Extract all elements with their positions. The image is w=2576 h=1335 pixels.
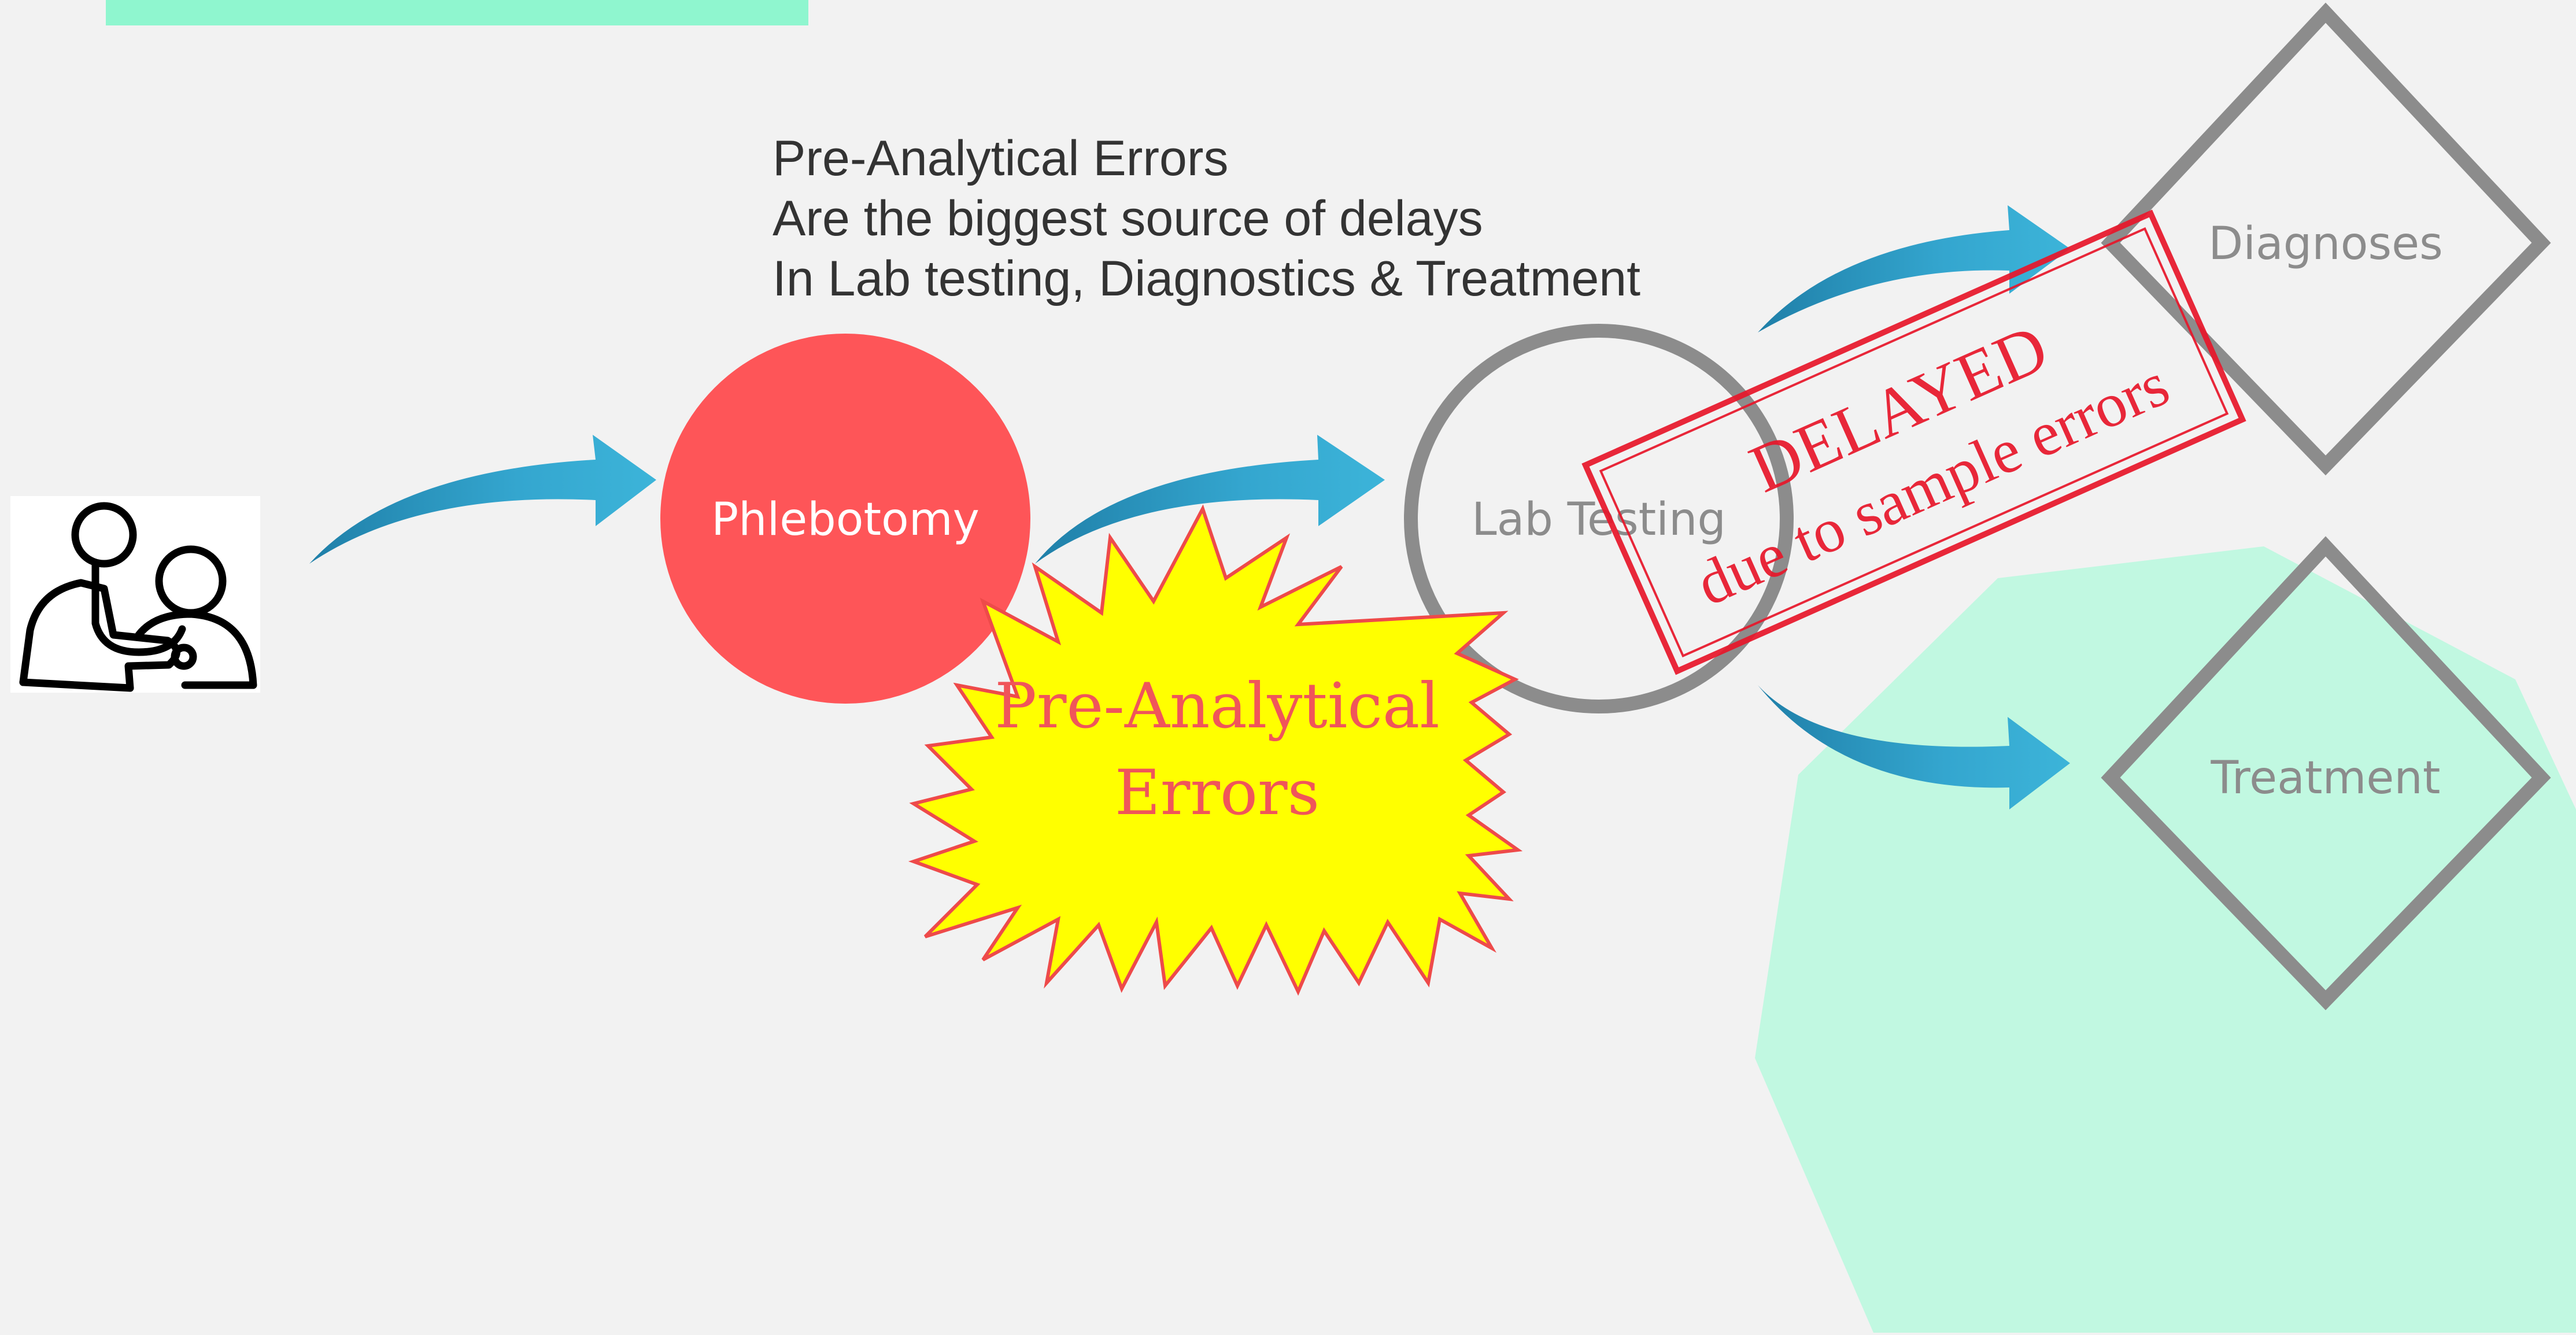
arrow-to-lab-testing [1035,435,1385,564]
arrow-to-diagnoses [1758,205,2070,332]
mint-top-bar [106,0,808,25]
headline: Pre-Analytical Errors Are the biggest so… [773,128,1813,309]
mint-background-blob [1755,546,2576,1333]
headline-line-3: In Lab testing, Diagnostics & Treatment [773,251,1641,306]
lab-testing-node: Lab Testing [1404,324,1794,713]
treatment-node: Treatment [2101,536,2551,1011]
arrow-to-treatment [1758,685,2070,809]
phlebotomy-label: Phlebotomy [711,494,980,546]
phlebotomy-node: Phlebotomy [660,334,1030,704]
headline-line-2: Are the biggest source of delays [773,191,1483,246]
clinician-icon [10,496,260,693]
arrow-to-phlebotomy [309,435,656,564]
treatment-label: Treatment [2211,752,2441,804]
burst-line-1: Pre-Analytical [995,670,1440,742]
headline-line-1: Pre-Analytical Errors [773,131,1229,186]
diagnoses-label: Diagnoses [2208,218,2442,270]
lab-testing-label: Lab Testing [1472,494,1726,546]
pre-analytical-errors-burst: Pre-Analytical Errors [908,504,1523,996]
diagnoses-node: Diagnoses [2101,2,2551,476]
burst-line-2: Errors [1115,757,1320,829]
